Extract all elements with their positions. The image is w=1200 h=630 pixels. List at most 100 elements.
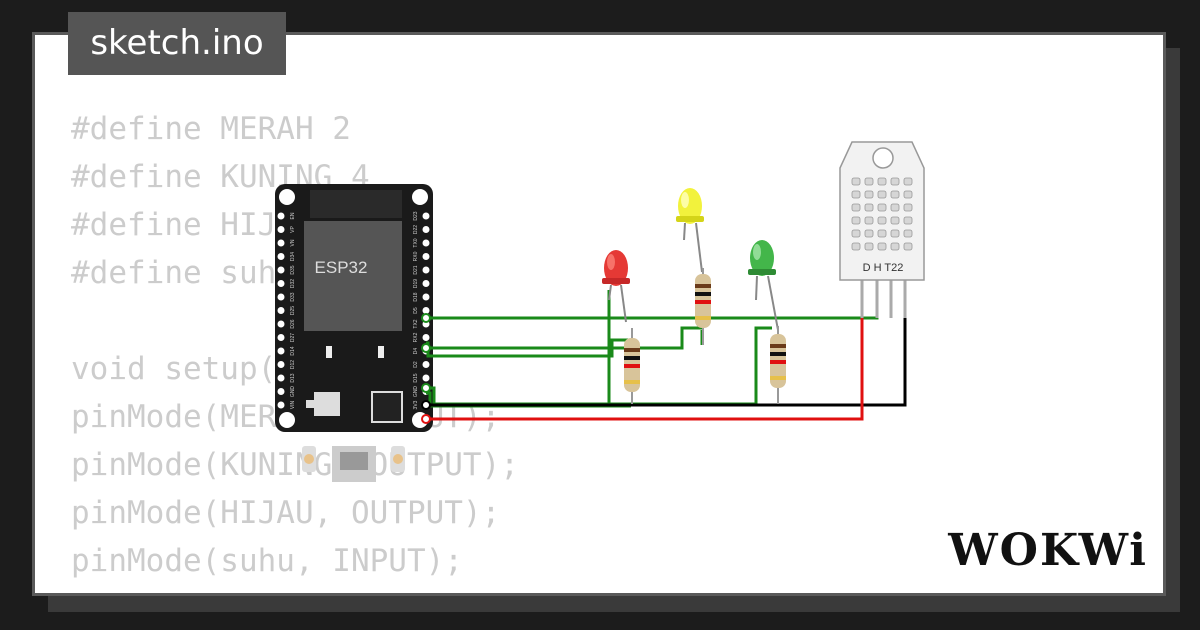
pin-hole-gnd[interactable]: [277, 388, 285, 395]
vent-slot: [864, 242, 874, 251]
pin-hole-d27[interactable]: [277, 334, 285, 341]
vent-slot: [851, 242, 861, 251]
led-red[interactable]: [602, 250, 630, 323]
pin-hole-rx2[interactable]: [422, 334, 430, 341]
pin-hole-d23[interactable]: [422, 212, 430, 220]
dht22-sensor[interactable]: D H T22: [839, 141, 925, 318]
pin-label-left: D27: [290, 333, 296, 342]
vent-slot: [851, 190, 861, 199]
usb-chip: [371, 391, 403, 423]
vent-slot: [903, 177, 913, 186]
code-line: #define MERAH 2: [71, 111, 351, 147]
code-line: pinMode(HIJAU, OUTPUT);: [71, 495, 501, 531]
pin-hole-d35[interactable]: [277, 266, 285, 274]
pin-hole-d32[interactable]: [277, 280, 285, 287]
vent-slot: [864, 216, 874, 225]
resistor-red[interactable]: [624, 328, 640, 404]
resistor-green[interactable]: [770, 326, 786, 404]
pin-label-left: D12: [290, 360, 296, 369]
esp32-module: [304, 221, 402, 331]
pin-label-right: D22: [413, 225, 419, 234]
wire-d15-green: [426, 326, 772, 406]
chip-label: ESP32: [315, 258, 368, 277]
pin-hole-d26[interactable]: [277, 320, 285, 328]
vent-slot: [877, 190, 887, 199]
pin-label-right: D4: [413, 348, 419, 355]
pin-hole-d19[interactable]: [422, 280, 430, 287]
vent-slot: [851, 177, 861, 186]
pin-label-left: GND: [290, 386, 296, 398]
pin-label-left: VIN: [290, 400, 296, 409]
sensor-label: D H T22: [863, 262, 904, 274]
wire-d5-dht: [426, 288, 879, 320]
pin-label-right: RX2: [413, 332, 419, 342]
vent-slot: [864, 203, 874, 212]
pin-hole-d5[interactable]: [422, 307, 430, 314]
vent-slot: [890, 190, 900, 199]
vent-slot: [903, 229, 913, 238]
led-green[interactable]: [748, 240, 779, 331]
pin-label-left: D35: [290, 265, 296, 274]
vent-slot: [864, 177, 874, 186]
pin-label-right: 3V3: [413, 400, 419, 409]
pin-label-left: VN: [290, 239, 296, 246]
vent-slot: [877, 216, 887, 225]
sketch-card: #define MERAH 2#define KUNING 4#define H…: [32, 32, 1166, 596]
vent-slot: [903, 216, 913, 225]
code-line: #define KUNING 4: [71, 159, 370, 195]
pin-hole-vp[interactable]: [277, 226, 285, 233]
wokwi-logo: WOKWi: [948, 525, 1148, 576]
code-line: pinMode(suhu, INPUT);: [71, 543, 463, 579]
pin-hole-d34[interactable]: [277, 253, 285, 260]
pin-row-right: D23D22TX0RX0D21D19D18D5TX2RX2D4D2D15GND3…: [413, 211, 430, 409]
mount-hole: [279, 189, 295, 205]
pin-hole-d12[interactable]: [277, 361, 285, 368]
code-line: }: [71, 585, 519, 593]
pin-hole-d33[interactable]: [277, 293, 285, 301]
pin-hole-d2[interactable]: [422, 361, 430, 368]
wire-gnd-dht: [426, 288, 907, 407]
mount-hole: [279, 412, 295, 428]
pin-label-right: TX2: [413, 319, 419, 328]
file-tab[interactable]: sketch.ino: [68, 12, 286, 75]
pin-label-right: RX0: [413, 251, 419, 261]
pin-hole-d18[interactable]: [422, 293, 430, 301]
pin-label-left: D26: [290, 319, 296, 328]
pin-label-right: D15: [413, 373, 419, 382]
pin-row-left: ENVPVND34D35D32D33D25D26D27D14D12D13GNDV…: [277, 212, 296, 409]
esp32-board[interactable]: ESP32 ENVPVND34D35D32D33D25D26D27D14D12D…: [275, 184, 433, 482]
vent-slot: [890, 242, 900, 251]
vent-slot: [890, 216, 900, 225]
wire-3v3-dht: [426, 288, 864, 421]
pin-label-left: D34: [290, 252, 296, 261]
pin-hole-d25[interactable]: [277, 307, 285, 314]
pin-hole-vn[interactable]: [277, 239, 285, 247]
vent-slot: [877, 242, 887, 251]
pin-label-left: EN: [290, 212, 296, 219]
pin-label-right: D18: [413, 292, 419, 301]
pin-hole-tx0[interactable]: [422, 239, 430, 247]
pin-hole-en[interactable]: [277, 212, 285, 220]
pin-label-left: D33: [290, 292, 296, 301]
wire-d4-yellow: [426, 326, 702, 350]
pin-hole-rx0[interactable]: [422, 253, 430, 260]
vent-slot: [877, 203, 887, 212]
pin-hole-d21[interactable]: [422, 266, 430, 274]
vent-slot: [903, 242, 913, 251]
vent-slot: [877, 177, 887, 186]
pin-label-right: D21: [413, 265, 419, 274]
vent-slot: [851, 203, 861, 212]
pin-hole-d13[interactable]: [277, 374, 285, 382]
led-yellow[interactable]: [676, 188, 704, 273]
pin-label-right: D2: [413, 361, 419, 368]
pin-hole-d22[interactable]: [422, 226, 430, 233]
vent-slot: [890, 203, 900, 212]
pin-label-right: D5: [413, 307, 419, 314]
pin-hole-vin[interactable]: [277, 401, 285, 409]
pin-hole-d14[interactable]: [277, 347, 285, 355]
pin-label-right: D19: [413, 279, 419, 288]
pin-hole-d15[interactable]: [422, 374, 430, 382]
vent-slot: [903, 203, 913, 212]
resistor-yellow[interactable]: [695, 268, 711, 345]
